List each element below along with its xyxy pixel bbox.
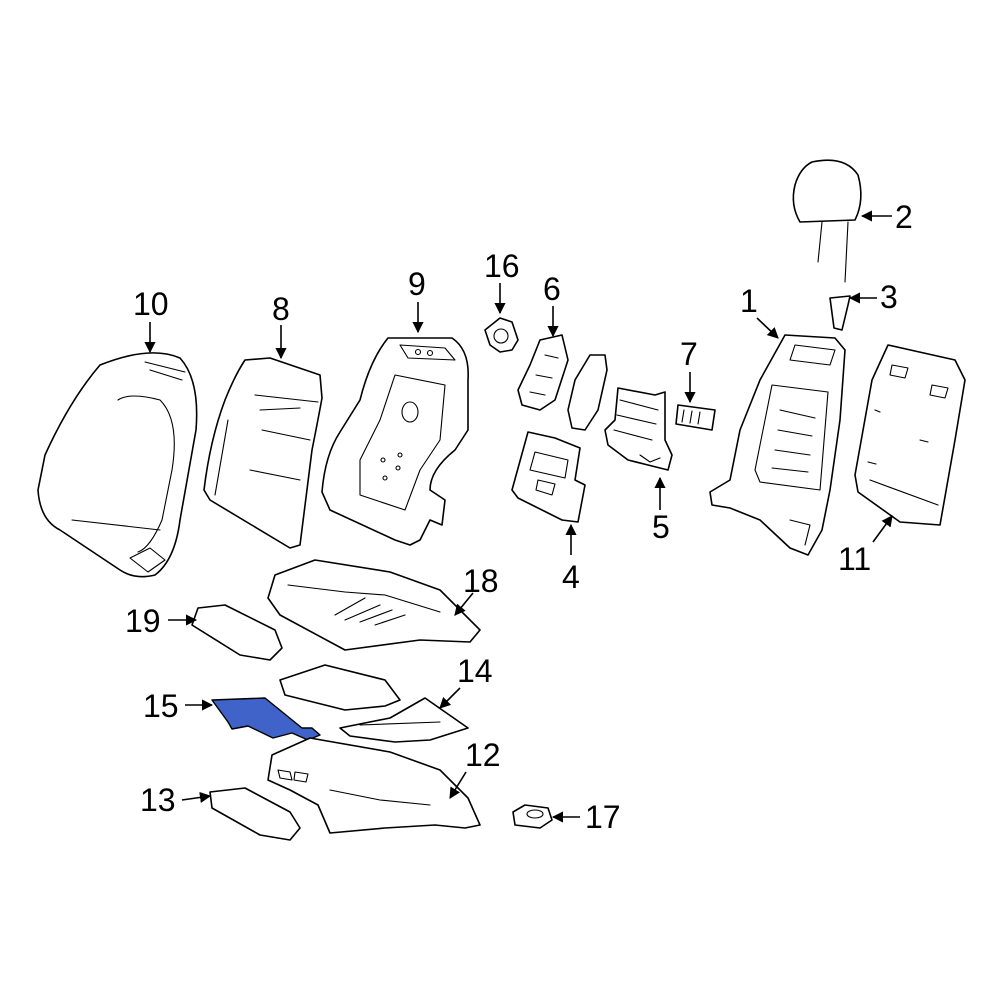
callout-5: 5	[652, 509, 670, 545]
part-seat-back-cover[interactable]	[37, 352, 198, 578]
part-5-mechanism[interactable]	[567, 354, 673, 471]
callout-14: 14	[457, 653, 493, 689]
callout-8: 8	[272, 291, 290, 327]
part-14-cushion-pad[interactable]	[279, 664, 469, 743]
callout-16: 16	[484, 248, 520, 284]
part-17-clip[interactable]	[512, 804, 553, 829]
callout-3: 3	[880, 279, 898, 315]
callout-13: 13	[140, 782, 176, 818]
part-1-back-frame[interactable]	[709, 334, 846, 556]
callout-11: 11	[838, 541, 871, 577]
part-3-guide[interactable]	[829, 295, 851, 331]
callout-18: 18	[463, 563, 499, 599]
callout-9: 9	[408, 266, 426, 302]
callout-6: 6	[543, 271, 561, 307]
leader-lines	[144, 210, 893, 823]
callout-labels: 1 2 3 4 5 6 7 8 9 10 11 12 13 14 15 16 1…	[125, 199, 913, 835]
part-13-trim-pad[interactable]	[209, 787, 301, 841]
part-16-cap[interactable]	[484, 317, 519, 353]
callout-17: 17	[585, 799, 621, 835]
part-back-panel[interactable]	[321, 337, 469, 546]
part-4-panel[interactable]	[511, 431, 586, 523]
callout-12: 12	[465, 737, 501, 773]
callout-10: 10	[133, 286, 169, 322]
callout-4: 4	[562, 559, 580, 595]
part-11-back-board[interactable]	[854, 344, 966, 526]
callout-2: 2	[895, 199, 913, 235]
callout-7: 7	[680, 336, 698, 372]
part-15-heater-element[interactable]	[211, 697, 321, 741]
part-2-headrest[interactable]	[792, 159, 862, 283]
callout-1: 1	[740, 283, 758, 319]
callout-15: 15	[143, 688, 179, 724]
part-12-cushion-foam[interactable]	[267, 737, 481, 834]
part-18-cushion-cover[interactable]	[267, 559, 481, 651]
part-back-pad[interactable]	[203, 357, 323, 549]
part-6-trim[interactable]	[517, 334, 569, 411]
part-7-clip[interactable]	[675, 404, 716, 431]
callout-19: 19	[125, 603, 161, 639]
part-19-pad[interactable]	[191, 604, 283, 661]
